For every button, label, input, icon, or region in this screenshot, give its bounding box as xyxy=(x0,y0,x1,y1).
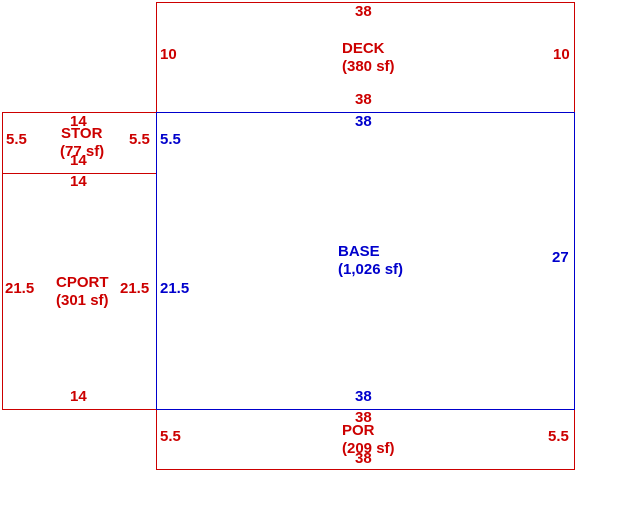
deck-name: DECK xyxy=(342,40,385,57)
cport-top-dimension: 14 xyxy=(70,173,87,190)
cport-right-dimension: 21.5 xyxy=(120,280,150,297)
stor-name: STOR xyxy=(61,125,103,142)
cport-bottom-dimension: 14 xyxy=(70,388,87,405)
por-top-dimension: 38 xyxy=(355,409,372,426)
deck-area: (380 sf) xyxy=(342,58,395,75)
base-top-dimension: 38 xyxy=(355,113,372,130)
base-left-upper-dimension: 5.5 xyxy=(160,131,181,148)
por-name: POR xyxy=(342,422,375,439)
stor-area: (77 sf) xyxy=(60,143,105,160)
por-bottom-dimension: 38 xyxy=(355,450,372,467)
cport-name: CPORT xyxy=(56,274,109,291)
stor-bottom-dimension: 14 xyxy=(70,152,87,169)
deck-left-dimension: 10 xyxy=(160,46,177,63)
stor-left-dimension: 5.5 xyxy=(6,131,27,148)
cport-area: (301 sf) xyxy=(56,292,109,309)
base-left-dimension: 21.5 xyxy=(160,280,190,297)
por-right-dimension: 5.5 xyxy=(548,428,569,445)
deck-right-dimension: 10 xyxy=(553,46,570,63)
deck-bottom-dimension: 38 xyxy=(355,91,372,108)
base-area: (1,026 sf) xyxy=(338,261,404,278)
cport-left-dimension: 21.5 xyxy=(5,280,35,297)
base-right-dimension: 27 xyxy=(552,249,569,266)
deck-top-dimension: 38 xyxy=(355,3,372,20)
por-left-dimension: 5.5 xyxy=(160,428,181,445)
base-outline xyxy=(156,112,575,410)
stor-right-dimension: 5.5 xyxy=(129,131,150,148)
base-bottom-dimension: 38 xyxy=(355,388,372,405)
base-name: BASE xyxy=(338,243,380,260)
stor-top-dimension: 14 xyxy=(70,113,87,130)
por-area: (209 sf) xyxy=(342,440,395,457)
